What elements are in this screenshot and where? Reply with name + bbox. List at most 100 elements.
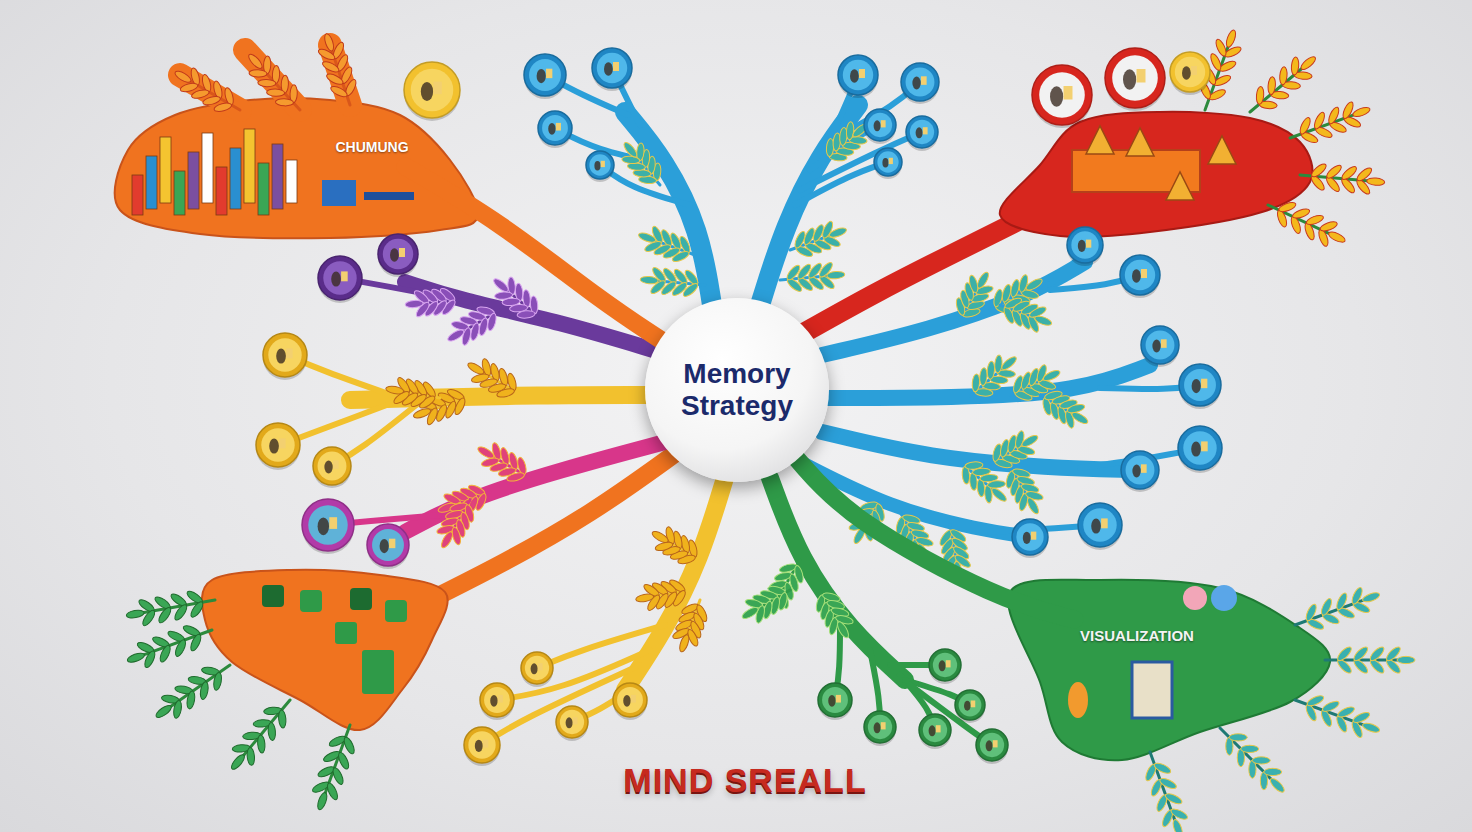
icon-figure — [1101, 518, 1108, 528]
leaf — [1336, 705, 1355, 719]
icon-figure — [433, 82, 441, 95]
branch-text: VISUALIZATION — [1080, 627, 1194, 644]
leaf — [1306, 694, 1325, 708]
leaf — [1225, 29, 1238, 48]
icon-face — [542, 115, 568, 141]
icon-face — [529, 59, 561, 91]
leaf — [979, 367, 988, 386]
icon-button — [919, 714, 951, 746]
icon-button — [592, 48, 632, 88]
icon-button — [1032, 65, 1092, 125]
leaf — [1209, 52, 1223, 71]
leaf — [987, 480, 1006, 489]
leaf — [1327, 106, 1341, 125]
branch — [625, 112, 712, 305]
leaf — [1214, 38, 1228, 57]
icon-button — [613, 683, 647, 717]
icon-figure — [993, 740, 998, 747]
icon-face — [484, 687, 510, 713]
icon-face — [468, 731, 495, 758]
icon-button — [906, 116, 938, 148]
figure — [1068, 682, 1088, 718]
icon-figure — [1123, 69, 1136, 89]
icon-figure — [498, 695, 503, 703]
icon-tile — [262, 585, 284, 607]
leaf — [987, 361, 996, 380]
book-spine — [216, 167, 227, 215]
icon-figure — [1137, 69, 1146, 83]
leaf — [1034, 314, 1053, 327]
icon-face — [268, 338, 301, 371]
leaf — [439, 530, 454, 549]
branch-hand — [1000, 112, 1313, 237]
leaf — [1319, 220, 1338, 233]
icon-figure — [279, 438, 286, 448]
branch — [795, 162, 888, 205]
icon-face — [308, 505, 348, 545]
icon-figure — [399, 248, 405, 257]
icon-button — [1141, 326, 1179, 364]
icon-figure — [601, 161, 605, 167]
icon-button — [480, 683, 514, 717]
icon-face — [560, 710, 584, 734]
leaf — [994, 355, 1003, 374]
book-spine — [188, 152, 199, 209]
icon-figure — [538, 663, 543, 670]
leaf — [172, 700, 182, 719]
icon-figure — [912, 76, 920, 89]
leaf — [622, 141, 639, 159]
leaf — [247, 52, 264, 70]
topic-text: Memory Strategy — [662, 358, 812, 422]
book-block — [322, 180, 356, 206]
icon-face — [323, 261, 356, 294]
leaf — [1268, 776, 1286, 794]
icon-face — [525, 656, 549, 680]
leaf — [1229, 734, 1247, 741]
book-spine — [244, 129, 255, 203]
book-spine — [146, 156, 157, 209]
icon-tile — [335, 622, 357, 644]
icon-button — [838, 55, 878, 95]
icon-figure — [269, 439, 279, 454]
branch-label: CHUMUNG — [327, 135, 416, 159]
leaf — [316, 791, 329, 810]
branch — [800, 215, 1030, 335]
leaf — [412, 407, 431, 420]
leaf — [199, 681, 209, 700]
icon-figure — [1191, 442, 1201, 457]
sphere — [1183, 586, 1207, 610]
book-spine — [286, 160, 297, 203]
leaf — [329, 84, 348, 98]
leaf — [972, 374, 981, 393]
branch-label: VISUALIZATION — [1072, 623, 1202, 648]
icon-button — [1178, 426, 1222, 470]
icon-figure — [1201, 441, 1208, 451]
leaf — [266, 89, 284, 97]
icon-button — [1170, 52, 1210, 92]
leaf — [1340, 164, 1358, 181]
leaf — [1153, 761, 1172, 775]
icon-figure — [483, 740, 488, 748]
icon-face — [906, 68, 935, 97]
icon-face — [868, 715, 892, 739]
branch — [760, 105, 858, 305]
icon-figure — [921, 76, 927, 85]
icon-face — [617, 687, 643, 713]
icon-figure — [341, 271, 348, 281]
book-spine — [230, 148, 241, 209]
leaf — [1298, 116, 1312, 135]
icon-figure — [631, 695, 636, 703]
icon-tile — [362, 650, 394, 694]
icon-figure — [331, 272, 341, 287]
branch-connector — [405, 167, 661, 341]
leaf — [1312, 111, 1326, 130]
leaf — [1327, 230, 1346, 244]
figure-triangle — [1086, 126, 1114, 154]
icon-figure — [1091, 519, 1101, 534]
icon-button — [864, 711, 896, 743]
icon-button — [404, 62, 460, 118]
icon-figure — [916, 127, 923, 138]
leaf — [1361, 721, 1380, 734]
leaf — [331, 766, 345, 785]
icon-button — [864, 109, 896, 141]
